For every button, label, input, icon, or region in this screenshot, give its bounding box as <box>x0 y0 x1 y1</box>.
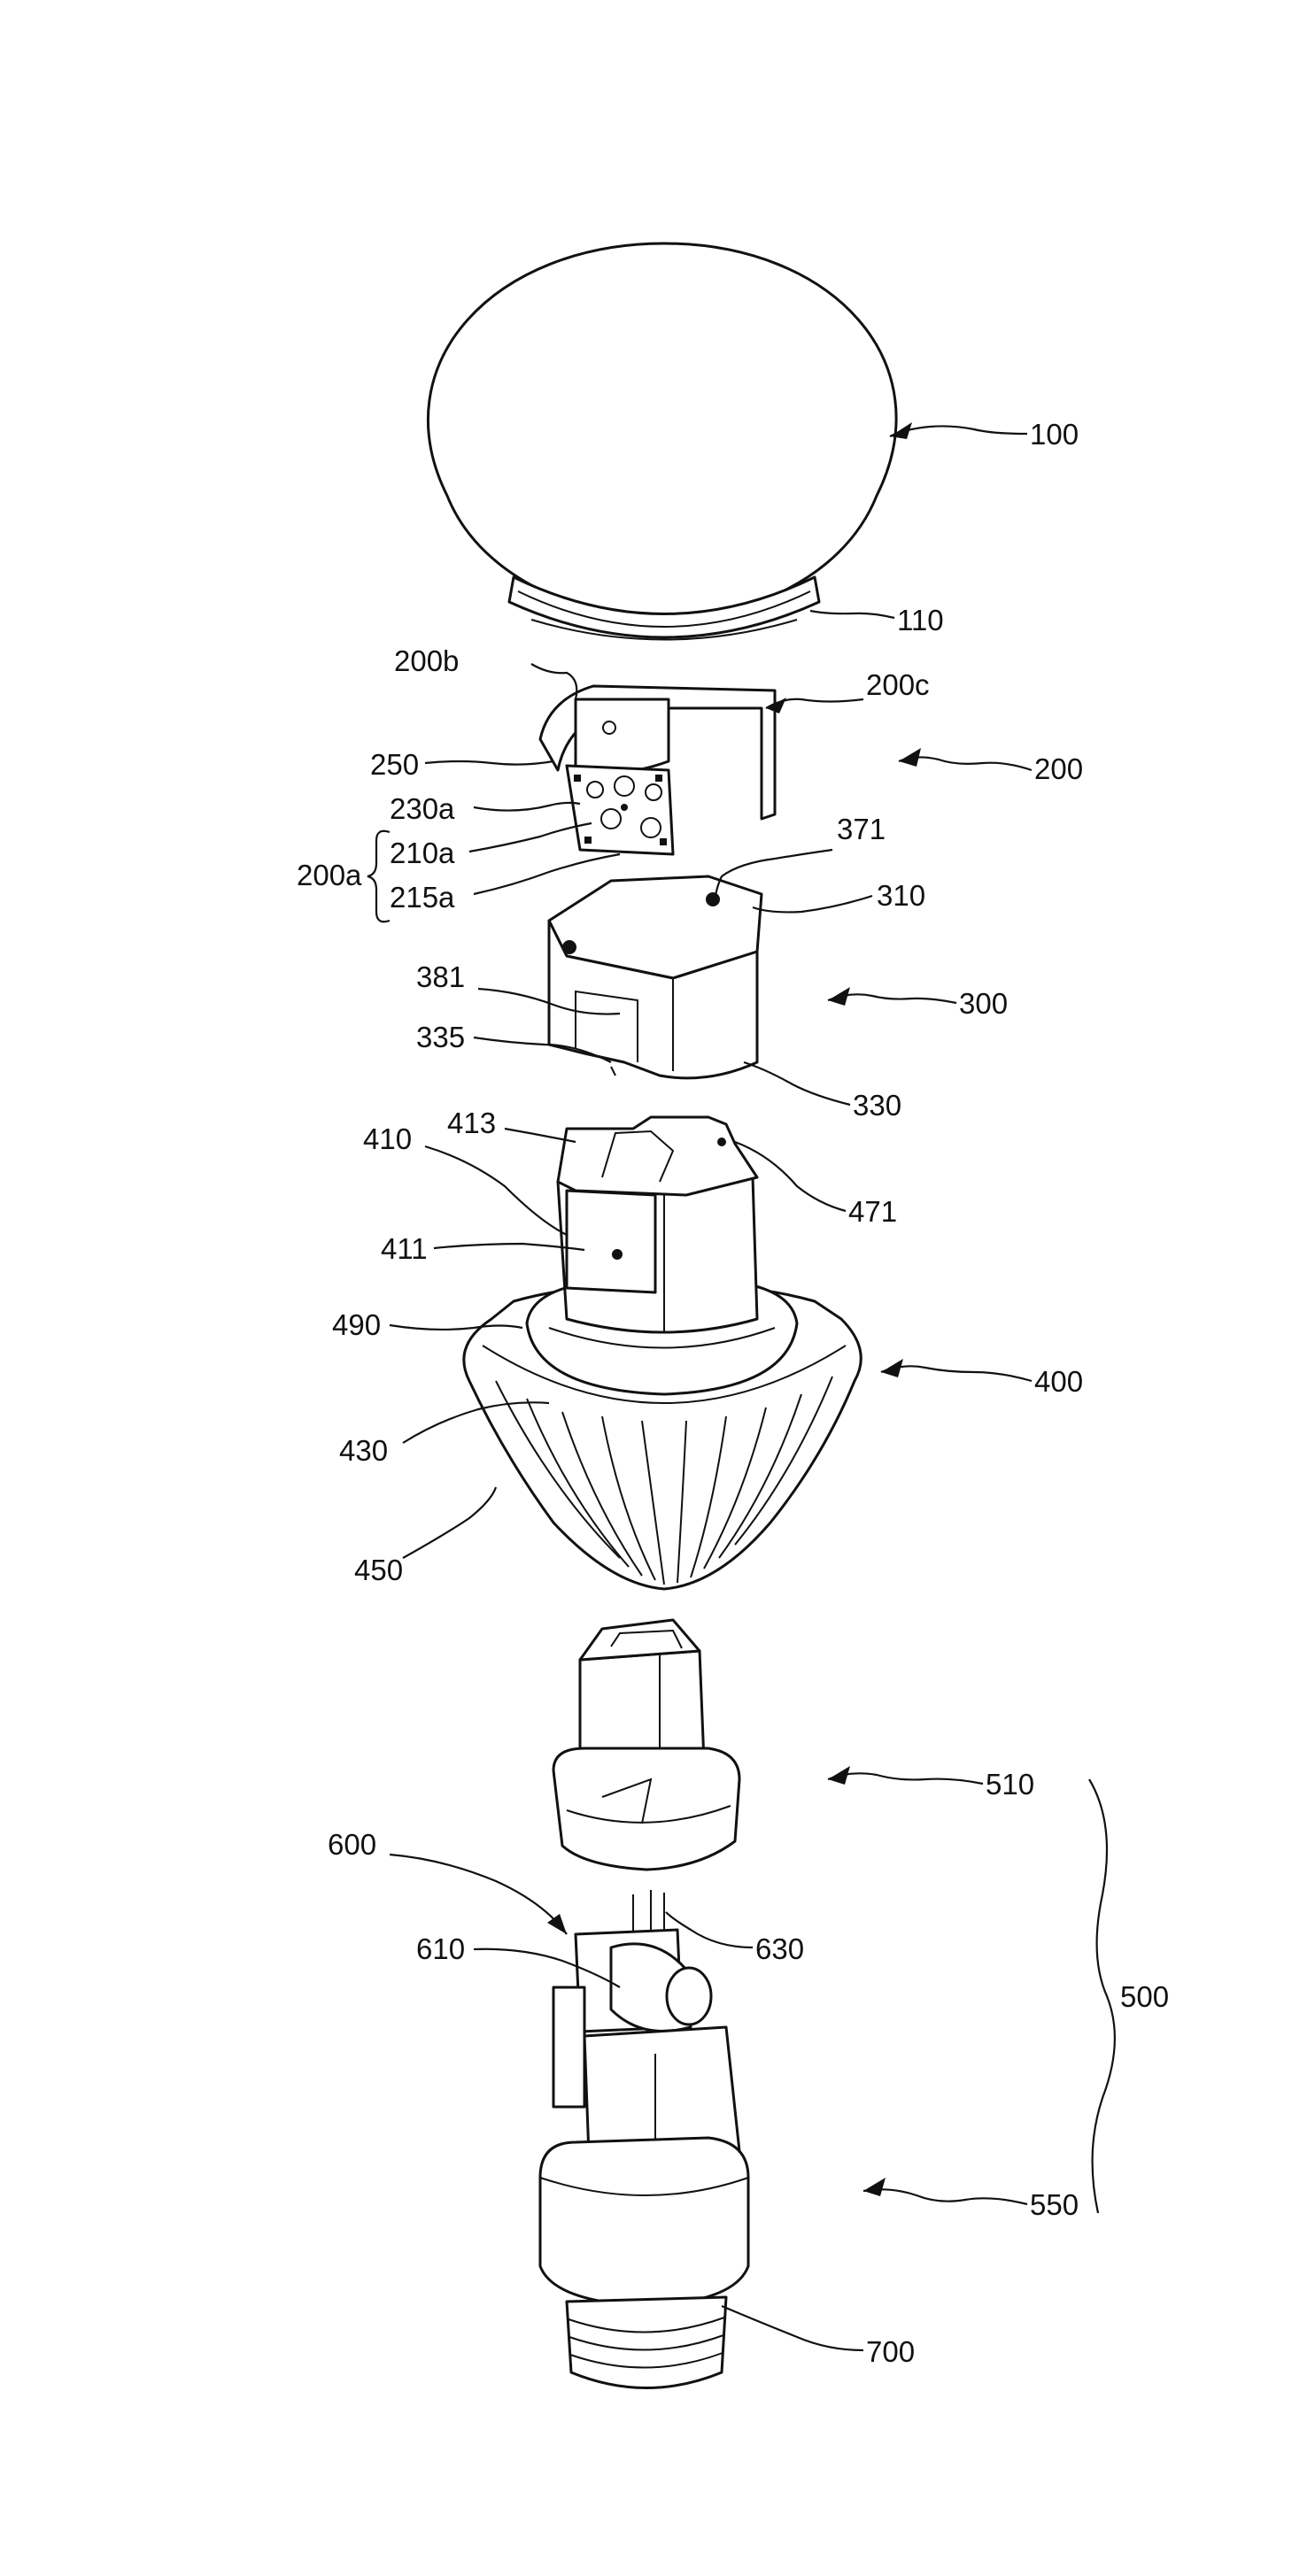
label-100: 100 <box>1030 418 1079 451</box>
label-250: 250 <box>370 748 419 781</box>
leader-550 <box>863 2189 1027 2204</box>
leader-100 <box>890 426 1027 436</box>
inner-case-510 <box>553 1620 739 1870</box>
label-410: 410 <box>363 1122 412 1155</box>
led-module-200 <box>540 686 775 854</box>
label-430: 430 <box>339 1434 388 1467</box>
leader-400 <box>881 1366 1032 1381</box>
label-550: 550 <box>1030 2188 1079 2221</box>
arrowhead-400 <box>881 1359 903 1377</box>
label-300: 300 <box>959 987 1008 1020</box>
dome-cover-100 <box>428 243 896 640</box>
brace-200a <box>367 831 390 922</box>
label-200c: 200c <box>866 668 930 701</box>
label-400: 400 <box>1034 1365 1083 1398</box>
label-490: 490 <box>332 1308 381 1341</box>
label-215a: 215a <box>390 881 455 914</box>
label-310: 310 <box>877 879 925 912</box>
label-110: 110 <box>897 604 944 636</box>
label-381: 381 <box>416 960 465 993</box>
label-500: 500 <box>1120 1980 1169 2013</box>
label-413: 413 <box>447 1107 496 1139</box>
brace-500 <box>1089 1779 1115 2213</box>
arrowhead-550 <box>863 2178 886 2196</box>
leader-450 <box>403 1487 496 1558</box>
label-600: 600 <box>328 1828 376 1861</box>
heat-sink-400 <box>464 1117 861 1589</box>
label-411: 411 <box>381 1232 428 1265</box>
leader-200 <box>899 757 1032 770</box>
label-200b: 200b <box>394 644 459 677</box>
leader-510 <box>828 1773 983 1784</box>
leader-210a <box>469 823 592 852</box>
label-630: 630 <box>755 1932 804 1965</box>
leader-600 <box>390 1855 567 1934</box>
label-450: 450 <box>354 1554 403 1586</box>
leader-410 <box>425 1146 567 1235</box>
arrowhead-510 <box>828 1766 850 1785</box>
label-230a: 230a <box>390 792 455 825</box>
label-335: 335 <box>416 1021 465 1053</box>
leader-310 <box>753 896 872 912</box>
leader-700 <box>722 2306 863 2350</box>
arrowhead-300 <box>828 987 850 1006</box>
arrowhead-200 <box>899 748 921 767</box>
label-330: 330 <box>853 1089 901 1122</box>
leader-200b <box>531 664 576 699</box>
label-700: 700 <box>866 2335 915 2368</box>
label-471: 471 <box>848 1195 897 1228</box>
label-510: 510 <box>986 1768 1034 1801</box>
cap-300 <box>549 876 762 1078</box>
label-371: 371 <box>837 813 886 845</box>
leader-110 <box>810 611 894 618</box>
label-210a: 210a <box>390 837 455 869</box>
label-610: 610 <box>416 1932 465 1965</box>
label-200: 200 <box>1034 752 1083 785</box>
label-200a: 200a <box>297 859 362 891</box>
leader-330 <box>744 1062 850 1105</box>
leader-230a <box>474 803 580 811</box>
leader-250 <box>425 761 553 765</box>
